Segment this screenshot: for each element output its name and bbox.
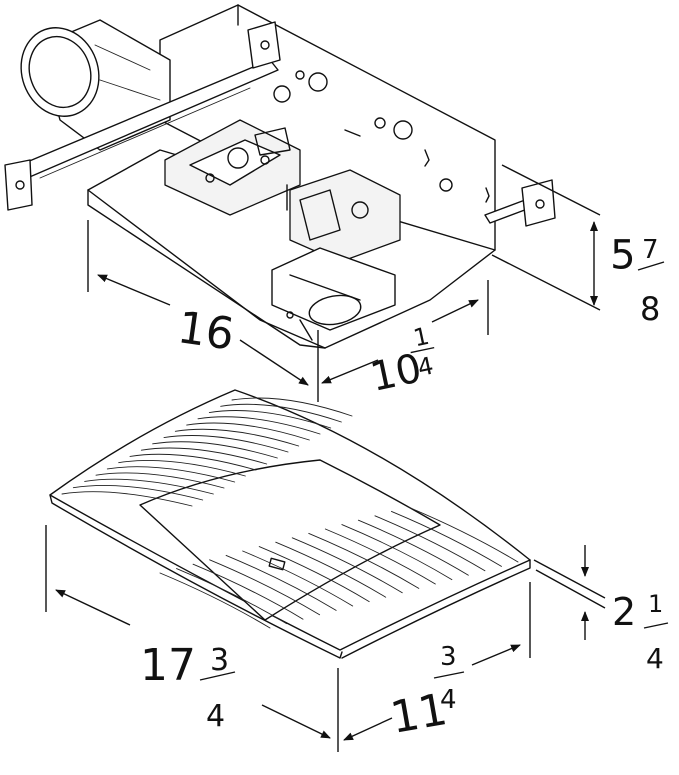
louver-line bbox=[209, 559, 321, 616]
dim-grille-length bbox=[45, 525, 339, 752]
louver-line bbox=[84, 478, 214, 495]
louver-line bbox=[176, 568, 287, 625]
outlet-collar bbox=[271, 247, 396, 331]
grille-width-whole: 11 bbox=[387, 684, 451, 744]
mounting-bar-left bbox=[4, 59, 279, 211]
grille-height-whole: 2 bbox=[612, 590, 636, 634]
grille-unit bbox=[49, 389, 531, 659]
dim-housing-width bbox=[321, 280, 489, 384]
louver-line bbox=[357, 519, 469, 576]
louver-line bbox=[231, 397, 353, 417]
louver-line bbox=[72, 485, 204, 501]
housing-width-den: 4 bbox=[415, 352, 436, 383]
label-housing-width: 10 1 4 bbox=[366, 322, 436, 401]
grille-louvers-left bbox=[61, 397, 353, 507]
louver-line bbox=[61, 491, 193, 507]
dim-housing-height bbox=[491, 164, 601, 311]
grille-indicator bbox=[268, 557, 286, 571]
louver-line bbox=[163, 435, 289, 453]
housing-width-whole: 10 bbox=[366, 345, 425, 401]
louver-line bbox=[208, 410, 332, 429]
louver-line bbox=[341, 524, 453, 581]
louver-line bbox=[324, 528, 436, 585]
housing-height-den: 8 bbox=[640, 290, 660, 328]
grille-louvers-right bbox=[159, 506, 519, 629]
grille-center-panel bbox=[139, 459, 441, 621]
louver-line bbox=[220, 403, 342, 423]
louver-line bbox=[242, 550, 354, 607]
grille-length-den: 4 bbox=[206, 699, 225, 734]
housing-width-num: 1 bbox=[411, 322, 432, 353]
louver-line bbox=[308, 532, 420, 589]
louver-line bbox=[174, 428, 300, 447]
dim-grille-width bbox=[343, 582, 531, 741]
motor-assembly bbox=[164, 119, 301, 216]
label-housing-height: 5 bbox=[610, 232, 635, 278]
louver-line bbox=[159, 572, 271, 629]
louver-line bbox=[140, 447, 268, 465]
grille-width-den: 4 bbox=[440, 685, 457, 715]
louver-line bbox=[197, 416, 321, 435]
louver-line bbox=[391, 510, 502, 567]
label-housing-length: 16 bbox=[175, 302, 238, 360]
louver-line bbox=[225, 554, 337, 611]
louver-line bbox=[192, 563, 304, 620]
grille-height-den: 4 bbox=[646, 642, 664, 675]
louver-line bbox=[129, 453, 257, 471]
louver-line bbox=[407, 506, 519, 563]
dim-housing-length bbox=[87, 220, 319, 402]
louver-line bbox=[291, 537, 403, 594]
blower-assembly bbox=[286, 169, 401, 263]
dim-grille-height bbox=[533, 545, 606, 640]
grille-length-whole: 17 bbox=[140, 640, 196, 691]
bracket-top bbox=[247, 21, 281, 69]
louver-line bbox=[374, 515, 486, 572]
grille-length-num: 3 bbox=[210, 643, 229, 678]
louver-line bbox=[152, 441, 278, 459]
louver-line bbox=[106, 466, 236, 483]
duct-collar bbox=[20, 19, 171, 151]
housing-unit bbox=[4, 4, 556, 349]
housing-height-whole: 5 bbox=[610, 232, 635, 278]
louver-line bbox=[118, 460, 246, 477]
grille-height-num: 1 bbox=[648, 590, 663, 618]
louver-line bbox=[95, 472, 225, 489]
louver-line bbox=[275, 541, 387, 598]
grille-width-num: 3 bbox=[440, 642, 457, 672]
mounting-bar-right bbox=[484, 179, 556, 227]
louver-line bbox=[186, 422, 310, 441]
louver-line bbox=[258, 546, 370, 603]
housing-height-num: 7 bbox=[642, 235, 659, 265]
